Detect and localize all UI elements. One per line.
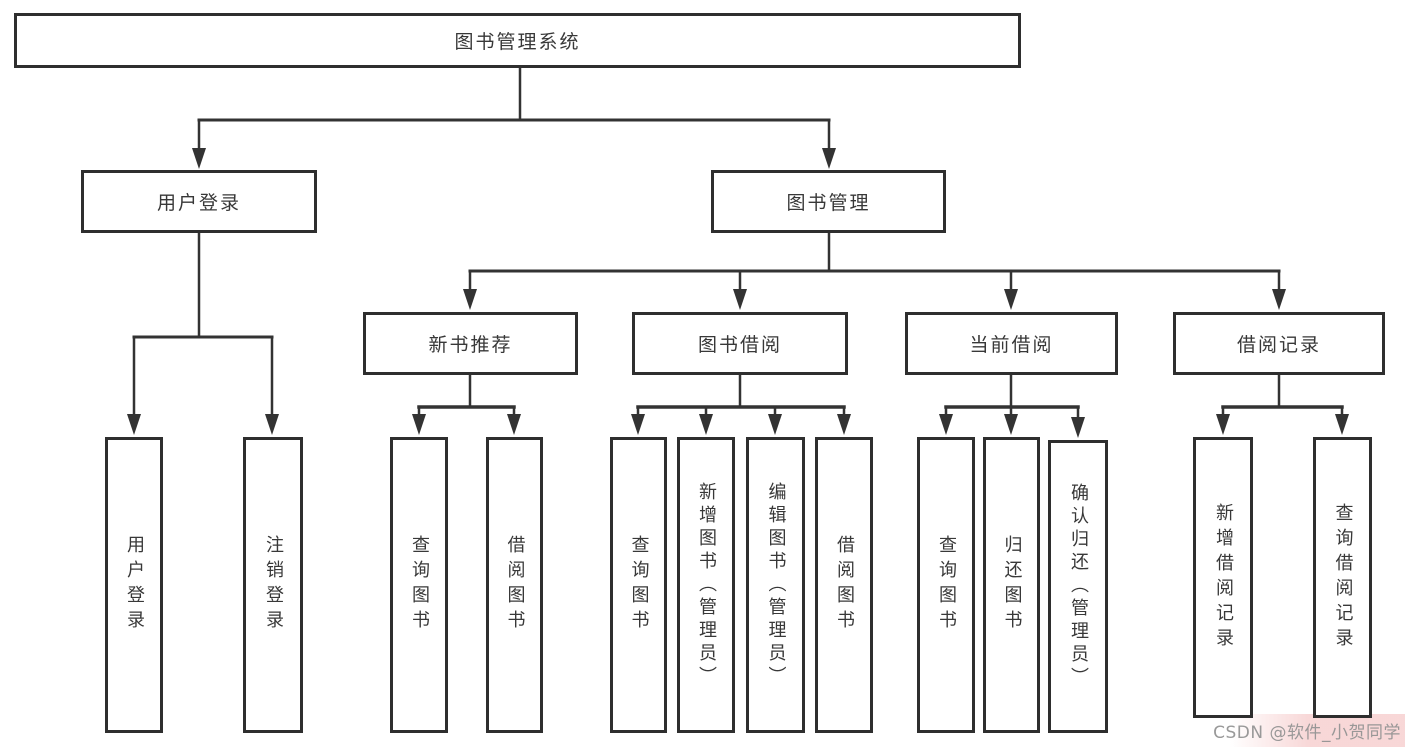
- node-label: 图书管理系统: [454, 31, 581, 53]
- leaf-logout: 注销登录: [243, 437, 303, 733]
- node-label: 图书管理: [786, 192, 871, 214]
- node-label: 用户登录: [156, 192, 241, 214]
- leaf-query-books-recommend: 查询图书: [390, 437, 448, 733]
- leaf-add-borrow-record: 新增借阅记录: [1193, 437, 1253, 718]
- leaf-query-borrow-record: 查询借阅记录: [1313, 437, 1372, 718]
- node-current-borrowing: 当前借阅: [905, 312, 1118, 375]
- node-label: 借阅记录: [1236, 334, 1321, 356]
- node-label: 编辑图书（管理员）: [765, 481, 787, 689]
- node-label: 查询图书: [628, 535, 650, 635]
- leaf-query-books-borrowing: 查询图书: [610, 437, 667, 733]
- node-user-login: 用户登录: [81, 170, 317, 233]
- leaf-confirm-return-admin: 确认归还（管理员）: [1048, 440, 1108, 733]
- node-book-borrowing: 图书借阅: [632, 312, 848, 375]
- node-label: 新增图书（管理员）: [696, 481, 717, 689]
- watermark-background: [1230, 714, 1405, 747]
- leaf-query-books-current: 查询图书: [917, 437, 975, 733]
- leaf-edit-books-admin: 编辑图书（管理员）: [746, 437, 805, 733]
- node-label: 查询图书: [936, 535, 957, 635]
- node-label: 查询借阅记录: [1332, 502, 1354, 653]
- node-label: 用户登录: [124, 535, 145, 635]
- node-label: 当前借阅: [969, 334, 1054, 356]
- node-new-book-recommendation: 新书推荐: [363, 312, 578, 375]
- arrowhead-icons: [127, 148, 1349, 438]
- node-label: 借阅图书: [834, 535, 855, 635]
- leaf-user-login: 用户登录: [105, 437, 163, 733]
- node-book-management: 图书管理: [711, 170, 946, 233]
- leaf-return-books: 归还图书: [983, 437, 1040, 733]
- leaf-borrow-books: 借阅图书: [815, 437, 873, 733]
- node-borrowing-records: 借阅记录: [1173, 312, 1385, 375]
- node-label: 查询图书: [409, 535, 430, 635]
- node-label: 新书推荐: [428, 334, 513, 356]
- leaf-borrow-books-recommend: 借阅图书: [486, 437, 543, 733]
- node-label: 新增借阅记录: [1213, 502, 1234, 653]
- node-label: 图书借阅: [697, 334, 782, 356]
- leaf-add-books-admin: 新增图书（管理员）: [677, 437, 735, 733]
- node-label: 归还图书: [1001, 535, 1023, 635]
- node-label: 借阅图书: [504, 535, 526, 635]
- node-label: 确认归还（管理员）: [1068, 483, 1089, 690]
- csdn-watermark: CSDN @软件_小贺同学: [1213, 723, 1401, 743]
- node-label: 注销登录: [263, 535, 284, 635]
- node-library-management-system: 图书管理系统: [14, 13, 1021, 68]
